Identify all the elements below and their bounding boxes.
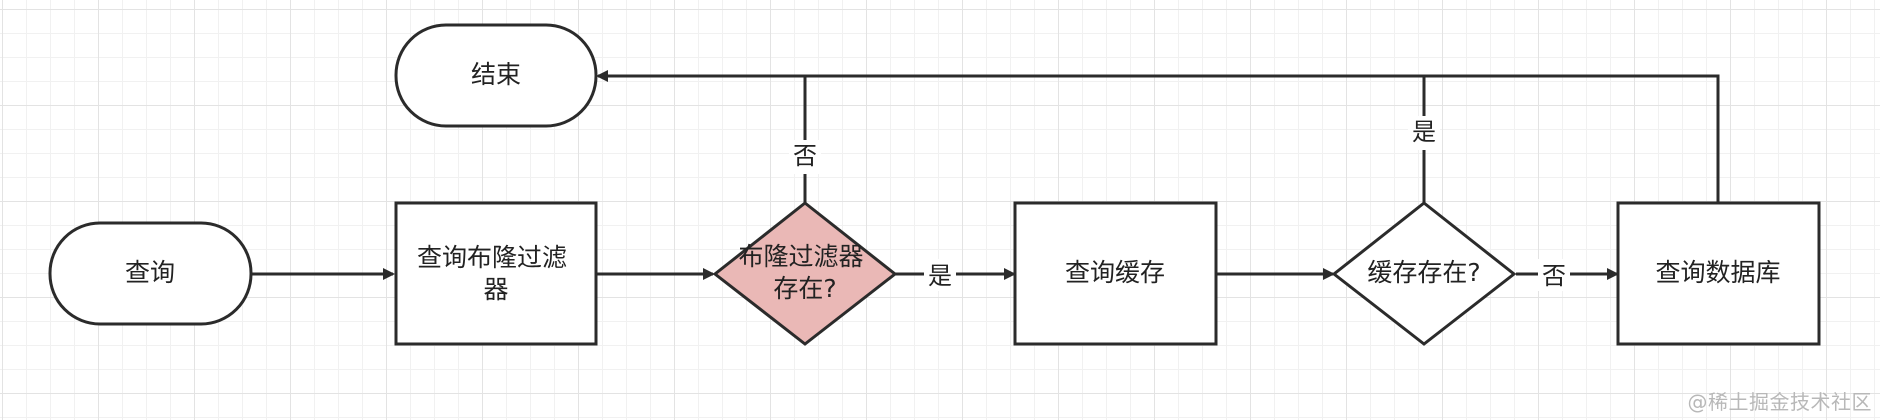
node-bloom-query-line1: 查询布隆过滤	[417, 243, 567, 272]
node-start-label: 查询	[125, 258, 175, 287]
node-bloom-exists-label: 布隆过滤器 存在?	[739, 242, 872, 303]
node-cache-exists-shape	[1331, 201, 1517, 346]
node-start-shape	[48, 221, 253, 326]
edge-label-bg-cache-yes	[1408, 116, 1440, 150]
node-end-label: 结束	[471, 60, 521, 89]
edge-label-bloom-no: 否	[793, 142, 817, 170]
edge-label-bg-bloom-no	[789, 140, 821, 174]
edge-label-bg-bloom-yes	[924, 259, 956, 291]
node-end-shape	[394, 23, 598, 128]
node-bloom-exists-shape	[712, 201, 898, 346]
edge-label-cache-no: 否	[1542, 262, 1566, 290]
edge-label-bg-cache-no	[1538, 259, 1570, 291]
node-cache-query-shape	[1013, 201, 1218, 346]
node-bloom-exists-line2: 存在?	[773, 274, 836, 303]
node-bloom-exists-line1: 布隆过滤器	[739, 242, 864, 271]
node-cache-exists-label: 缓存存在?	[1367, 258, 1480, 287]
node-bloom-query-label: 查询布隆过滤 器	[417, 243, 575, 304]
node-bloom-query-line2: 器	[483, 275, 508, 304]
node-db-query-shape	[1616, 201, 1821, 346]
node-db-query-label: 查询数据库	[1655, 258, 1780, 287]
node-bloom-query-shape	[394, 201, 598, 346]
edge-label-cache-yes: 是	[1412, 118, 1436, 146]
node-cache-query-label: 查询缓存	[1065, 258, 1165, 287]
edge-label-bloom-yes: 是	[928, 262, 952, 290]
edge-db-query-to-end	[596, 70, 1720, 203]
watermark-text: @稀土掘金技术社区	[1687, 390, 1872, 414]
